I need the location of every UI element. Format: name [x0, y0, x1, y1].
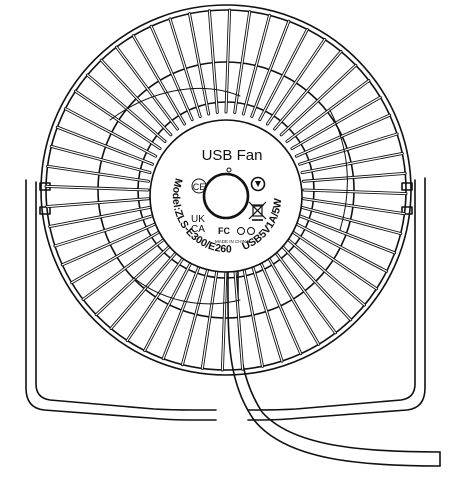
grille-spoke-highlight — [259, 259, 302, 355]
fan-hub: USB Fan Model:ZLS-E300/E260 USB5V1A/5W C… — [149, 119, 303, 273]
grille-spoke-highlight — [280, 244, 352, 321]
fcc-mark: FC — [218, 226, 230, 236]
grille-spokes — [44, 8, 408, 372]
grille-spoke-highlight — [47, 165, 150, 182]
blade-outline — [129, 274, 241, 305]
grille-spoke-highlight — [266, 255, 320, 345]
fan-stand — [25, 177, 426, 421]
grille-spoke-highlight — [61, 223, 157, 266]
grille-spoke-highlight — [286, 80, 370, 142]
grille-spoke-highlight — [74, 90, 161, 150]
grille-spoke-highlight — [116, 46, 178, 130]
grille-spoke-highlight — [251, 20, 290, 117]
grille-spoke-highlight — [291, 230, 378, 290]
fan-title: USB Fan — [202, 147, 263, 164]
grille-spoke-highlight — [299, 215, 396, 254]
grille-spoke-highlight — [95, 244, 172, 316]
ukca-mark-bottom: CA — [191, 224, 205, 235]
grille-outer-rim — [40, 4, 412, 376]
grille-spoke-highlight — [64, 108, 157, 157]
fan-hub-button[interactable] — [202, 172, 250, 220]
grille-spoke-highlight — [49, 206, 151, 228]
grille-spoke-highlight — [266, 38, 326, 125]
grille-spoke-highlight — [251, 263, 283, 362]
stand-left-arm — [25, 179, 217, 421]
grille-spoke-highlight — [45, 185, 149, 191]
grille-spoke-highlight — [301, 152, 403, 174]
grille-spoke-highlight — [274, 50, 342, 130]
grille-spoke-highlight — [234, 266, 244, 370]
ce-mark: CE — [193, 182, 206, 192]
grille-spoke-highlight — [162, 263, 201, 360]
grille-spoke-highlight — [301, 206, 402, 235]
grille-spoke-highlight — [150, 25, 193, 121]
grille-spoke-highlight — [56, 126, 153, 165]
grille-spoke-highlight — [242, 265, 264, 367]
certification-icon — [247, 227, 255, 235]
grille-spoke-highlight — [274, 250, 336, 334]
grille-spoke-highlight — [126, 255, 186, 342]
grille-spoke-highlight — [100, 59, 172, 136]
grille-spoke-highlight — [50, 145, 151, 174]
stand-left-arm-inner — [35, 181, 217, 411]
grille-spoke-highlight — [208, 10, 218, 114]
grille-ring-middle — [97, 61, 355, 319]
blade-outline — [109, 87, 241, 121]
grille-spoke-highlight — [144, 259, 193, 352]
grille-spoke-highlight — [82, 238, 166, 300]
certification-icon — [237, 227, 245, 235]
ce-mark-ring — [191, 178, 207, 194]
grille-spoke-highlight — [169, 18, 201, 117]
grille-spoke-highlight — [71, 230, 161, 284]
grille-spoke-highlight — [221, 267, 227, 371]
made-in-label: MADE IN CHINA — [215, 239, 249, 244]
grille-spoke-highlight — [86, 74, 166, 142]
grille-spoke-highlight — [280, 64, 357, 136]
grille-spoke-highlight — [259, 28, 308, 121]
grille-spoke-highlight — [201, 266, 218, 369]
grille-outer-rim-inner — [45, 9, 407, 371]
grille-spoke-highlight — [302, 172, 406, 182]
grille-spoke-highlight — [295, 114, 391, 157]
grille-spoke-highlight — [295, 223, 388, 272]
grille-spoke-highlight — [299, 133, 398, 165]
grille-spoke-highlight — [242, 14, 271, 115]
indicator-dot-icon — [226, 167, 232, 173]
grille-spoke-highlight — [110, 250, 178, 330]
right-pivot-lower — [401, 206, 413, 215]
grille-spoke-highlight — [54, 215, 153, 247]
grille-spoke-highlight — [303, 189, 407, 195]
grille-spoke-highlight — [46, 198, 150, 208]
fan-grille — [40, 4, 412, 376]
recycle-icon — [250, 176, 266, 192]
ukca-mark-top: UK — [191, 214, 205, 225]
blade-outline — [329, 109, 348, 231]
grille-spoke-highlight — [181, 265, 210, 366]
crossed-bin-icon — [248, 201, 267, 221]
grille-spoke-highlight — [286, 238, 366, 306]
grille-spoke-highlight — [225, 9, 231, 113]
grille-spoke-highlight — [132, 35, 186, 125]
left-pivot-lower — [39, 206, 51, 215]
grille-spoke-highlight — [302, 198, 405, 215]
right-pivot-upper — [401, 182, 413, 191]
stand-right-arm-inner — [247, 179, 416, 411]
grille-spoke-highlight — [234, 11, 251, 114]
grille-spoke-highlight — [188, 13, 210, 115]
